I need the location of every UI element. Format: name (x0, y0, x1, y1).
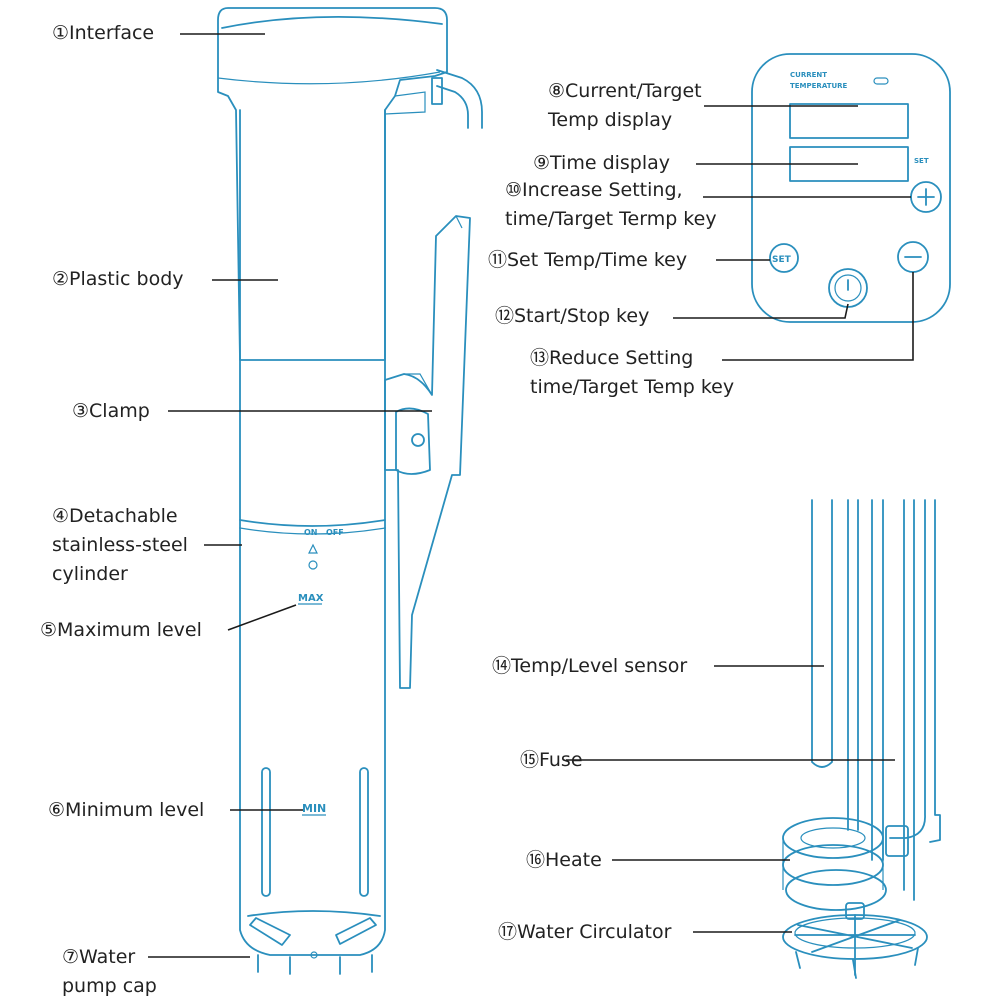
panel-outline (751, 53, 951, 323)
label-cylinder: ④Detachable stainless-steel cylinder (52, 505, 188, 585)
heater-coil (782, 499, 887, 911)
set-label-small: SET (914, 157, 929, 165)
interface-head (217, 7, 448, 361)
svg-text:SET: SET (772, 255, 792, 265)
label-heater: ⑯Heate (526, 849, 602, 871)
label-temp-display: ⑧Current/Target Temp display (548, 80, 702, 131)
leader-lines (148, 33, 914, 958)
water-circulator (782, 902, 928, 979)
min-mark: MIN (302, 802, 326, 815)
label-pump-cap: ⑦Water pump cap (62, 946, 157, 997)
temp-level-sensor (811, 499, 833, 768)
label-clamp: ③Clamp (72, 400, 150, 422)
label-sensor: ⑭Temp/Level sensor (492, 655, 688, 677)
control-panel: CURRENT TEMPERATURE SET SET (751, 53, 951, 323)
lock-icon (308, 560, 318, 570)
indicator-light (873, 77, 889, 85)
start-stop-button[interactable] (828, 268, 868, 308)
plus-icon (917, 188, 935, 206)
sous-vide-device: ON OFF MAX MIN (217, 7, 483, 975)
label-max-level: ⑤Maximum level (40, 619, 202, 641)
label-plastic-body: ②Plastic body (52, 268, 184, 290)
set-button[interactable]: SET (769, 243, 799, 273)
off-mark: OFF (326, 528, 344, 537)
power-cord (436, 69, 483, 129)
label-fuse: ⑮Fuse (520, 749, 583, 771)
on-mark: ON (304, 528, 318, 537)
increase-button[interactable] (910, 181, 942, 213)
label-time-display: ⑨Time display (533, 152, 671, 174)
label-circulator: ⑰Water Circulator (498, 921, 672, 943)
label-min-level: ⑥Minimum level (48, 799, 205, 821)
label-interface: ①Interface (52, 22, 155, 44)
water-pump-cap (247, 910, 381, 917)
heater-assembly (782, 499, 941, 979)
plastic-body (239, 109, 386, 529)
fuse (871, 499, 884, 861)
max-mark: MAX (298, 593, 324, 604)
label-reduce-key: ⑬Reduce Setting time/Target Temp key (530, 347, 735, 398)
temp-display-screen (789, 103, 909, 139)
reduce-button[interactable] (897, 241, 929, 273)
vent-slot (261, 767, 271, 897)
panel-header-line2: TEMPERATURE (790, 82, 848, 90)
label-increase-key: ⑩Increase Setting, time/Target Termp key (505, 179, 717, 230)
panel-header-line1: CURRENT (790, 71, 827, 79)
label-start-stop: ⑫Start/Stop key (495, 305, 650, 327)
vent-slot (359, 767, 369, 897)
arrow-up-icon (308, 543, 318, 554)
stainless-steel-cylinder (239, 527, 386, 956)
label-set-key: ⑪Set Temp/Time key (488, 249, 688, 271)
clamp (384, 215, 471, 689)
